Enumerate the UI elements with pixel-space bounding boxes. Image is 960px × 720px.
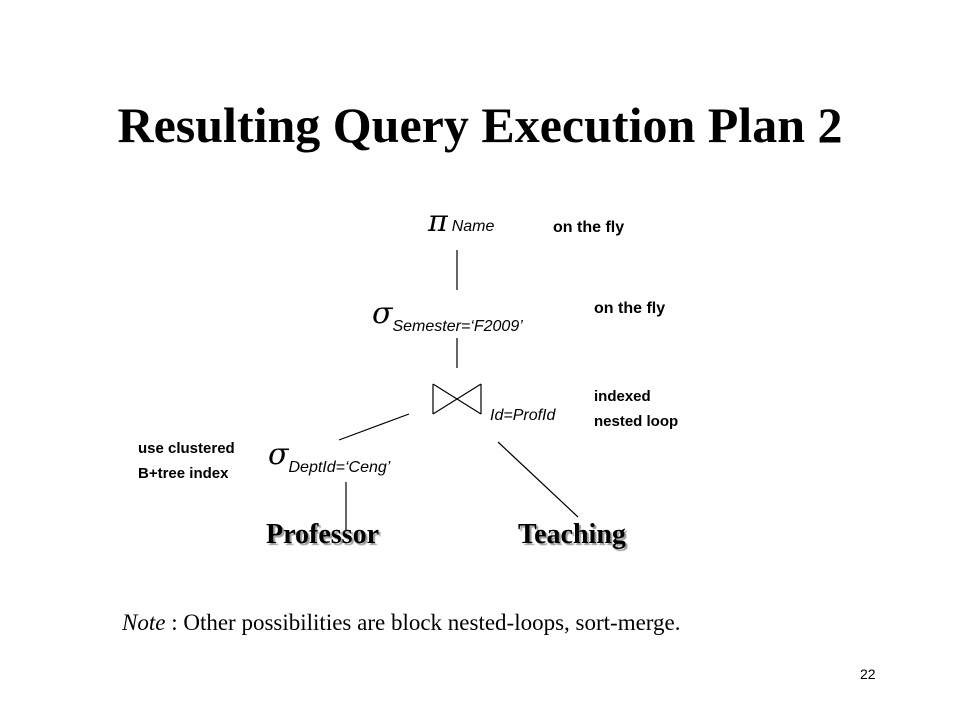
selection-dept-annotation-line1: use clustered bbox=[138, 440, 235, 457]
selection-dept-annotation: use clustered B+tree index bbox=[138, 436, 235, 486]
projection-symbol: π bbox=[428, 204, 448, 239]
footnote-text: : Other possibilities are block nested-l… bbox=[165, 610, 681, 635]
projection-attribute: Name bbox=[451, 218, 495, 235]
projection-annotation: on the fly bbox=[553, 219, 625, 236]
selection-symbol: σ bbox=[372, 296, 393, 331]
footnote: Note : Other possibilities are block nes… bbox=[122, 610, 681, 636]
join-annotation-line2: nested loop bbox=[594, 413, 679, 430]
selection-dept-symbol: σ bbox=[268, 437, 289, 472]
join-condition: Id=ProfId bbox=[490, 407, 556, 424]
selection-semester-annotation: on the fly bbox=[594, 300, 666, 317]
page-number: 22 bbox=[860, 666, 876, 682]
join-annotation-line1: indexed bbox=[594, 388, 651, 405]
selection-dept-node: σDeptId=‘Ceng’ bbox=[268, 437, 390, 476]
selection-dept-annotation-line2: B+tree index bbox=[138, 465, 229, 482]
join-bowtie-icon bbox=[432, 383, 482, 415]
footnote-label: Note bbox=[122, 610, 166, 635]
slide-title: Resulting Query Execution Plan 2 bbox=[117, 97, 843, 153]
projection-node: π Name bbox=[428, 204, 494, 239]
relation-professor: Professor bbox=[266, 519, 379, 550]
selection-dept-predicate: DeptId=‘Ceng’ bbox=[288, 459, 391, 476]
join-annotation: indexed nested loop bbox=[594, 384, 678, 434]
selection-semester-predicate: Semester=‘F2009’ bbox=[392, 318, 523, 335]
relation-teaching: Teaching bbox=[518, 519, 626, 550]
selection-semester-node: σSemester=‘F2009’ bbox=[372, 296, 523, 335]
edge-join-teaching bbox=[497, 441, 579, 518]
edge-join-selection-dept bbox=[338, 413, 410, 441]
